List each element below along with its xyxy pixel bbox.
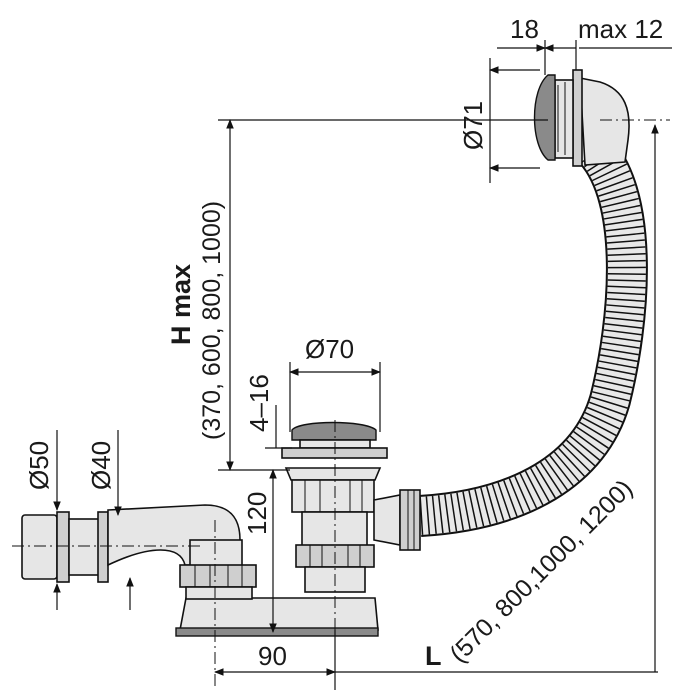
dim-overflow-width-label: 18 xyxy=(510,14,539,44)
dim-overflow-max-label: max 12 xyxy=(578,14,663,44)
overflow-head xyxy=(533,69,630,167)
dim-offset-label: 90 xyxy=(258,641,287,671)
dim-length-title-label: L xyxy=(425,641,442,671)
center-lines xyxy=(12,119,670,690)
dim-overflow-diameter-label: Ø71 xyxy=(458,101,488,150)
dim-outlet-d40-label: Ø40 xyxy=(86,441,116,490)
dim-plug-lift-label: 4–16 xyxy=(244,374,274,432)
dim-hmax-title-label: H max xyxy=(166,264,196,345)
side-outlet xyxy=(21,504,257,600)
dim-outlet-d50-label: Ø50 xyxy=(24,441,54,490)
flexible-hose xyxy=(418,135,648,537)
dim-height-label: 120 xyxy=(242,492,272,535)
dim-hmax-values-label: (370, 600, 800, 1000) xyxy=(198,201,226,440)
dim-drain-diameter-label: Ø70 xyxy=(305,334,354,364)
dimension-lines xyxy=(53,40,672,690)
drain-fitting xyxy=(175,421,421,637)
